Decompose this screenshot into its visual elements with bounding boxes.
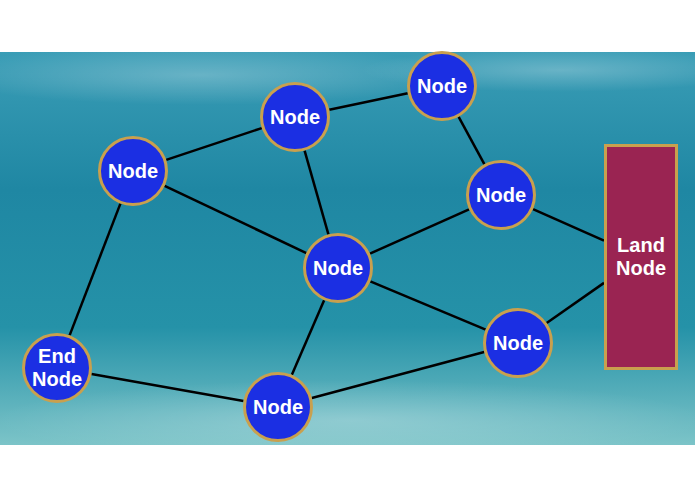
circle-shape: [485, 310, 552, 377]
circle-shape: [468, 162, 535, 229]
sand-glow: [0, 380, 695, 460]
circle-shape: [245, 374, 312, 441]
node-label: Node: [417, 75, 467, 98]
network-node-circle: Node: [303, 233, 373, 303]
node-label: Land Node: [610, 234, 672, 280]
link-line: [312, 352, 484, 398]
link-line: [305, 151, 329, 235]
network-node-circle: Node: [260, 82, 330, 152]
node-label: Node: [253, 396, 303, 419]
link-line: [91, 374, 243, 401]
link-line: [166, 128, 262, 160]
network-node-circle: Node: [98, 136, 168, 206]
network-node-circle: Node: [243, 372, 313, 442]
node-label: Node: [476, 184, 526, 207]
link-line: [165, 186, 307, 253]
circle-shape: [305, 235, 372, 302]
network-node-circle: Node: [483, 308, 553, 378]
node-label: End Node: [26, 345, 88, 391]
link-line: [70, 204, 121, 336]
link-line: [370, 209, 469, 253]
network-node-circle: Node: [466, 160, 536, 230]
link-line: [459, 117, 485, 164]
network-node-circle: Node: [407, 51, 477, 121]
link-line: [547, 283, 604, 323]
node-label: Node: [493, 332, 543, 355]
node-label: Node: [313, 257, 363, 280]
node-label: Node: [108, 160, 158, 183]
link-line: [292, 300, 324, 375]
circle-shape: [409, 53, 476, 120]
network-node-circle: End Node: [22, 333, 92, 403]
node-label: Node: [270, 106, 320, 129]
link-line: [329, 93, 408, 110]
circle-shape: [262, 84, 329, 151]
land-node-box: Land Node: [604, 144, 678, 370]
circle-shape: [24, 335, 91, 402]
link-line: [370, 281, 485, 329]
link-line: [533, 209, 604, 240]
circle-shape: [100, 138, 167, 205]
